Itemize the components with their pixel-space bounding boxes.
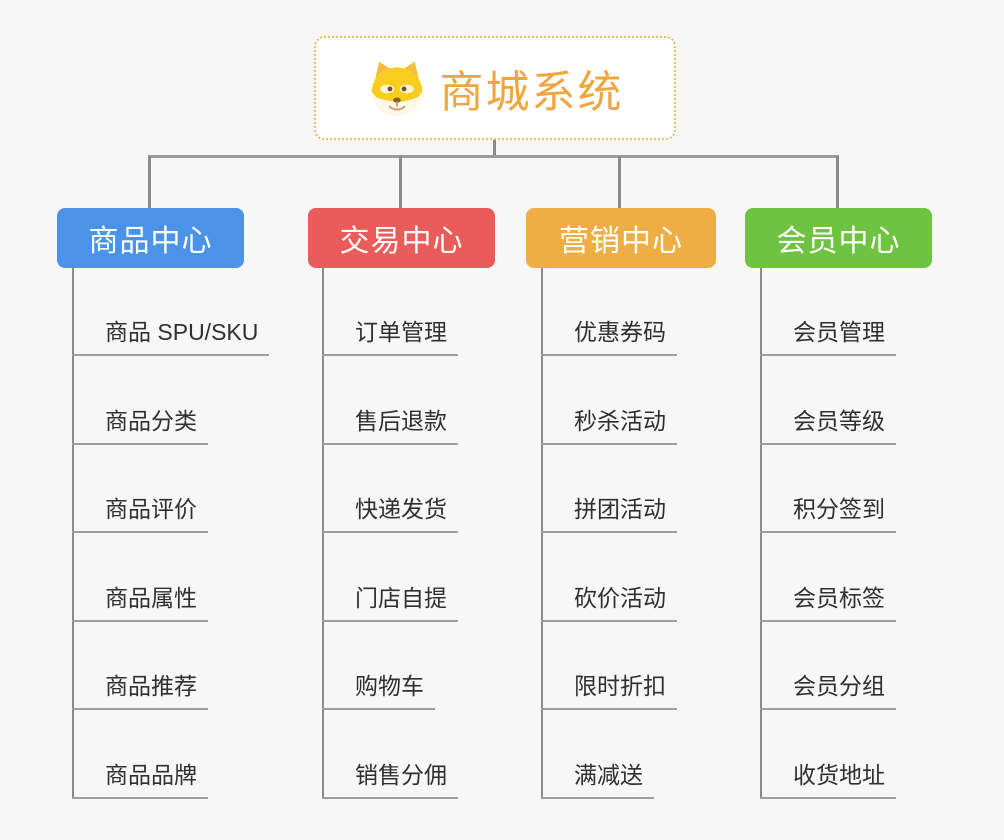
- leaf-node[interactable]: 满减送: [541, 751, 654, 799]
- leaf-node[interactable]: 积分签到: [760, 485, 896, 533]
- connector-children-member: [760, 268, 762, 799]
- connector-children-trade: [322, 268, 324, 799]
- branch-label: 交易中心: [339, 225, 464, 258]
- branch-marketing-center[interactable]: 营销中心: [526, 208, 716, 268]
- connector-stub-marketing: [618, 156, 621, 208]
- leaf-node[interactable]: 会员分组: [760, 662, 896, 710]
- leaf-node[interactable]: 商品评价: [72, 485, 208, 533]
- connector-root-stub: [493, 140, 496, 157]
- leaf-node[interactable]: 售后退款: [322, 397, 458, 445]
- leaf-node[interactable]: 购物车: [322, 662, 435, 710]
- connector-children-marketing: [541, 268, 543, 799]
- leaf-node[interactable]: 订单管理: [322, 308, 458, 356]
- leaf-node[interactable]: 会员等级: [760, 397, 896, 445]
- connector-stub-product: [148, 156, 151, 208]
- branch-product-center[interactable]: 商品中心: [57, 208, 244, 268]
- leaf-node[interactable]: 商品 SPU/SKU: [72, 308, 270, 356]
- leaf-node[interactable]: 商品分类: [72, 397, 208, 445]
- connector-stub-member: [836, 156, 839, 208]
- branch-label: 会员中心: [776, 225, 901, 258]
- leaf-node[interactable]: 销售分佣: [322, 751, 458, 799]
- root-node[interactable]: 商城系统: [314, 36, 676, 140]
- branch-trade-center[interactable]: 交易中心: [308, 208, 495, 268]
- dog-face-icon: [371, 61, 422, 117]
- leaf-node[interactable]: 砍价活动: [541, 574, 677, 622]
- leaf-node[interactable]: 优惠券码: [541, 308, 677, 356]
- leaf-node[interactable]: 拼团活动: [541, 485, 677, 533]
- leaf-node[interactable]: 收货地址: [760, 751, 896, 799]
- leaf-node[interactable]: 快递发货: [322, 485, 458, 533]
- leaf-node[interactable]: 秒杀活动: [541, 397, 677, 445]
- root-title: 商城系统: [439, 68, 624, 117]
- leaf-node[interactable]: 门店自提: [322, 574, 458, 622]
- connector-trunk: [148, 155, 839, 158]
- leaf-node[interactable]: 限时折扣: [541, 662, 677, 710]
- branch-label: 营销中心: [559, 225, 683, 258]
- leaf-node[interactable]: 商品属性: [72, 574, 208, 622]
- connector-stub-trade: [399, 156, 402, 208]
- branch-member-center[interactable]: 会员中心: [745, 208, 932, 268]
- leaf-node[interactable]: 会员管理: [760, 308, 896, 356]
- leaf-node[interactable]: 商品推荐: [72, 662, 208, 710]
- leaf-node[interactable]: 会员标签: [760, 574, 896, 622]
- leaf-node[interactable]: 商品品牌: [72, 751, 208, 799]
- branch-label: 商品中心: [88, 225, 213, 258]
- connector-children-product: [72, 268, 74, 799]
